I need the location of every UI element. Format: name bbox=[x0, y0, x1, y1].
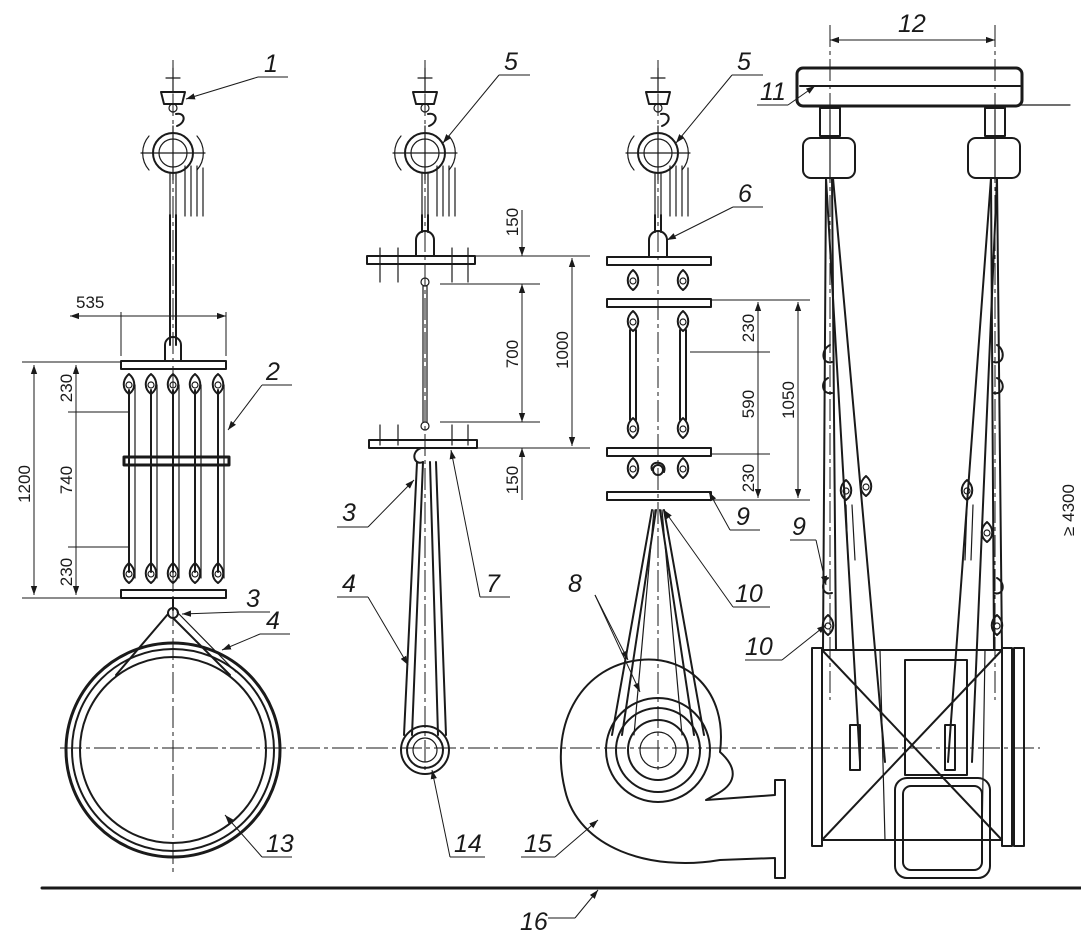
callout-7: 7 bbox=[486, 570, 501, 598]
dim-1000: 1000 bbox=[553, 331, 572, 369]
dim-230-lower: 230 bbox=[739, 464, 758, 492]
dim-1050: 1050 bbox=[779, 381, 798, 419]
callout-3-duct: 3 bbox=[246, 585, 260, 613]
callout-5-shaft: 5 bbox=[504, 48, 518, 76]
callout-labels: 1 2 3 4 5 5 6 3 7 4 8 9 10 9 10 11 12 13… bbox=[246, 10, 926, 936]
callout-14: 14 bbox=[454, 830, 482, 858]
callout-11: 11 bbox=[760, 78, 786, 106]
callout-13: 13 bbox=[266, 830, 294, 858]
dim-230-upper: 230 bbox=[739, 314, 758, 342]
dim-700: 700 bbox=[503, 340, 522, 368]
dimension-texts: 535 1200 230 740 230 150 700 1000 150 23… bbox=[15, 208, 1078, 586]
dim-4300: ≥ 4300 bbox=[1059, 484, 1078, 536]
callout-9-heater: 9 bbox=[792, 513, 806, 541]
assembly-duct bbox=[64, 60, 282, 875]
callout-12: 12 bbox=[898, 10, 926, 38]
callout-8: 8 bbox=[568, 570, 582, 598]
assembly-fan bbox=[559, 60, 786, 879]
callout-4-shaft: 4 bbox=[342, 570, 356, 598]
callout-10-heater: 10 bbox=[745, 633, 773, 661]
callout-4-duct: 4 bbox=[266, 607, 280, 635]
callout-6: 6 bbox=[738, 180, 752, 208]
assembly-shaft bbox=[366, 60, 478, 775]
callout-3-shaft: 3 bbox=[342, 499, 356, 527]
dim-535: 535 bbox=[76, 293, 104, 312]
dimension-lines bbox=[22, 36, 995, 599]
callout-16: 16 bbox=[520, 908, 548, 936]
dim-150-bottom: 150 bbox=[503, 466, 522, 494]
callout-5-fan: 5 bbox=[737, 48, 751, 76]
callout-9-fan: 9 bbox=[736, 503, 750, 531]
dim-590: 590 bbox=[739, 390, 758, 418]
callout-10-fan: 10 bbox=[735, 580, 763, 608]
dim-230-bottom: 230 bbox=[57, 558, 76, 586]
callout-2: 2 bbox=[265, 358, 280, 386]
dim-1200: 1200 bbox=[15, 465, 34, 503]
dim-740: 740 bbox=[57, 466, 76, 494]
assembly-heater bbox=[795, 25, 1071, 879]
callout-1: 1 bbox=[264, 50, 278, 78]
callout-15: 15 bbox=[524, 830, 552, 858]
leader-lines bbox=[181, 74, 828, 919]
dim-150-top: 150 bbox=[503, 208, 522, 236]
dim-230-top: 230 bbox=[57, 374, 76, 402]
